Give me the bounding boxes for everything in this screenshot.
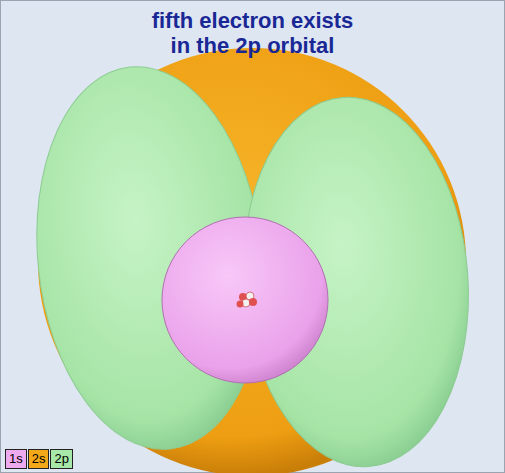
- title-box: fifth electron exists in the 2p orbital: [0, 8, 505, 58]
- legend: 1s 2s 2p: [5, 449, 74, 469]
- legend-swatch: 2s: [28, 449, 50, 469]
- legend-swatch: 1s: [5, 449, 27, 469]
- 1s-orbital: [162, 217, 328, 383]
- legend-text: 2p: [54, 451, 68, 466]
- legend-text: 1s: [9, 451, 23, 466]
- nucleus: [237, 292, 258, 308]
- legend-text: 2s: [32, 451, 46, 466]
- legend-swatch: 2p: [50, 449, 72, 469]
- title: fifth electron exists in the 2p orbital: [145, 8, 360, 58]
